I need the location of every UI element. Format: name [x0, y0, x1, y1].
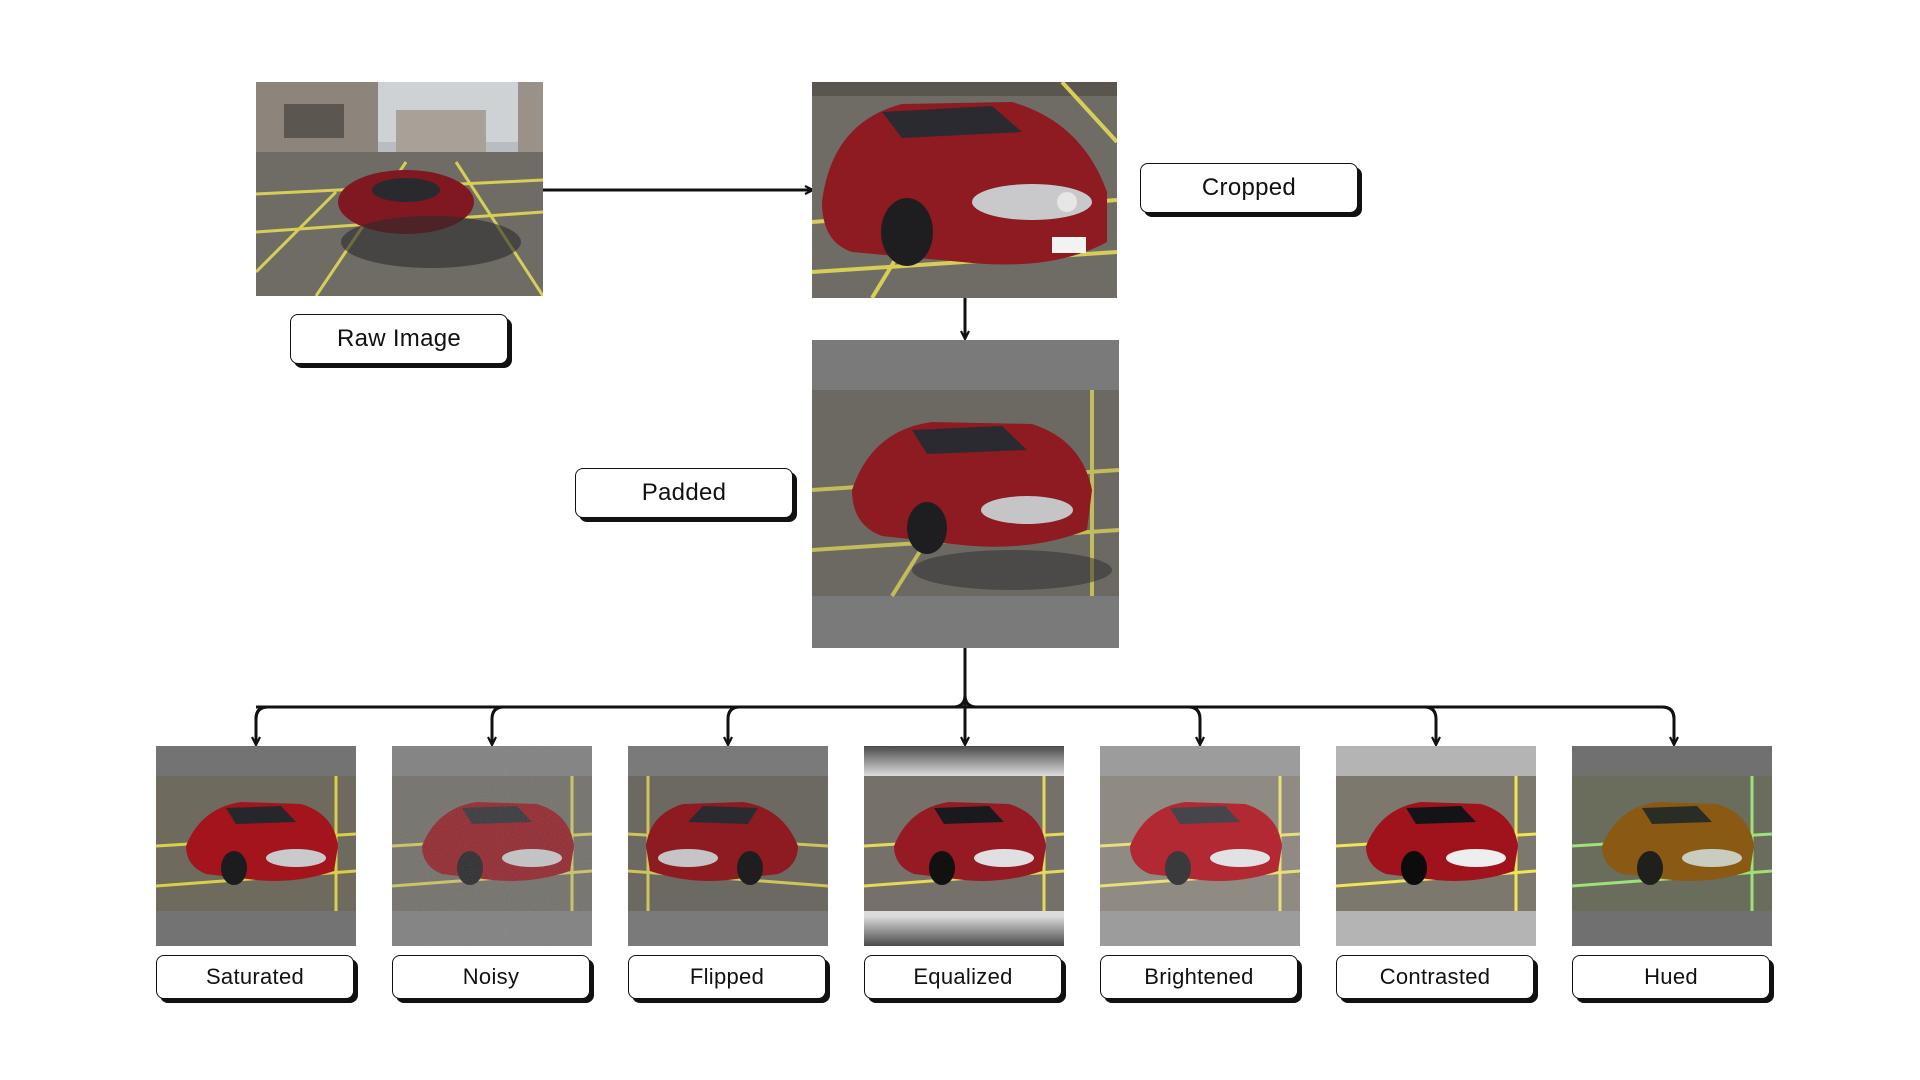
saturated-label: Saturated: [156, 955, 354, 999]
branch-bus: [254, 705, 1676, 720]
padded-label: Padded: [575, 468, 793, 518]
raw-image-label: Raw Image: [290, 314, 508, 364]
arrow-to-noisy: [492, 705, 505, 744]
padded-image: [812, 340, 1119, 648]
cropped-label: Cropped: [1140, 163, 1358, 213]
brightened-label: Brightened: [1100, 955, 1298, 999]
brightened-image: [1100, 746, 1300, 946]
noisy-image: [392, 746, 592, 946]
noisy-label: Noisy: [392, 955, 590, 999]
branch-right-curve: [963, 694, 978, 709]
flipped-label: Flipped: [628, 955, 826, 999]
hued-image: [1572, 746, 1772, 946]
arrow-to-contrasted: [1423, 705, 1436, 744]
contrasted-label: Contrasted: [1336, 955, 1534, 999]
branch-left-curve: [952, 694, 967, 709]
flipped-image: [628, 746, 828, 946]
cropped-image: [812, 82, 1117, 298]
hued-label: Hued: [1572, 955, 1770, 999]
arrow-to-brightened: [1187, 705, 1200, 744]
raw-image: [256, 82, 543, 296]
saturated-image: [156, 746, 356, 946]
equalized-label: Equalized: [864, 955, 1062, 999]
equalized-image: [864, 746, 1064, 946]
contrasted-image: [1336, 746, 1536, 946]
arrow-to-hued: [1661, 705, 1674, 744]
arrow-to-saturated: [256, 705, 269, 744]
arrow-to-flipped: [728, 705, 741, 744]
